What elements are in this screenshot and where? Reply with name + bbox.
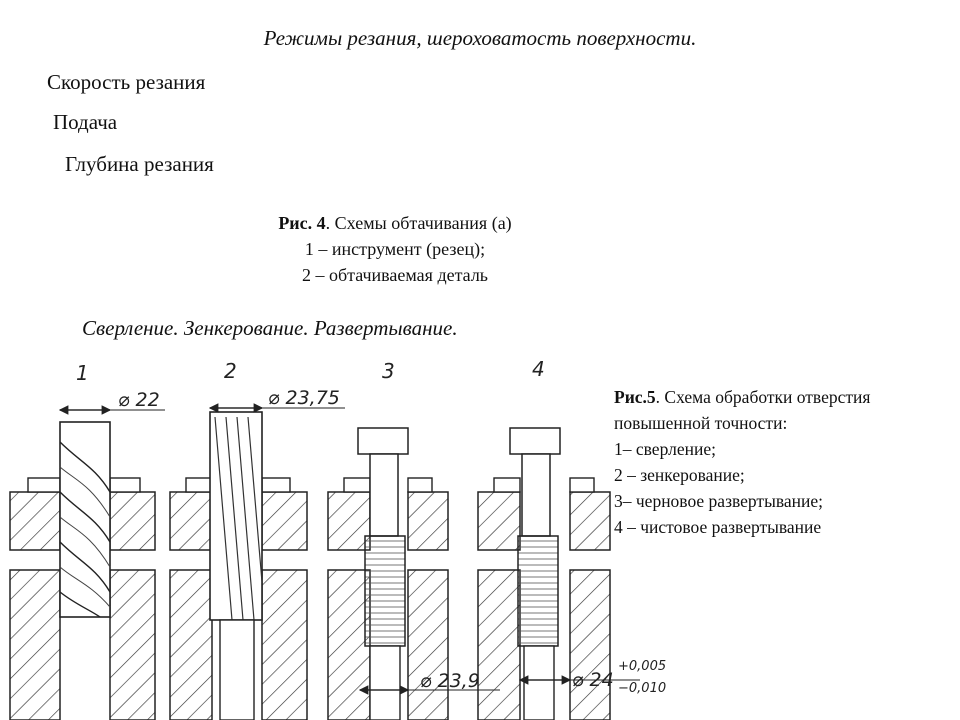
dimension-d24: ⌀ 24 [572,669,614,691]
section-heading: Сверление. Зенкерование. Развертывание. [82,316,458,340]
dimension-d23-75: ⌀ 23,75 [268,387,340,409]
figure-5-caption: Рис.5. Схема обработки отверстия повышен… [614,384,954,540]
tolerance-upper: +0,005 [618,659,666,674]
finish-reamer-body [517,535,559,647]
tolerance-lower: −0,010 [618,681,666,696]
page-title: Режимы резания, шероховатость поверхност… [263,26,697,50]
figure-5-item-4: 4 – чистовое развертывание [614,517,822,537]
term-cutting-depth: Глубина резания [65,152,214,176]
station-number-3: 3 [382,359,395,383]
figure-4-heading: . Схемы обтачивания (а) [325,213,512,233]
figure-5-heading: . Схема обработки отверстия [655,387,871,407]
term-cutting-speed: Скорость резания [47,70,206,94]
station-2-countersinking: ⌀ 23,75 2 [169,359,345,720]
figure-5-item-1: 1– сверление; [614,439,716,459]
rough-reamer-body [364,535,406,647]
hole-machining-drawing: ⌀ 22 1 ⌀ 23,75 2 ⌀ 23,9 3 [9,357,666,720]
station-number-4: 4 [532,357,545,381]
figure-4-caption: Рис. 4. Схемы обтачивания (а) 1 – инстру… [230,210,560,288]
station-number-2: 2 [224,359,237,383]
figure-4-line-1: 1 – инструмент (резец); [304,239,486,259]
station-1-drilling: ⌀ 22 1 [9,361,165,720]
station-3-rough-reaming: ⌀ 23,9 3 [327,359,500,720]
station-4-finish-reaming: ⌀ 24 +0,005 −0,010 4 [477,357,666,720]
term-feed: Подача [53,110,118,134]
drill-body [59,421,111,618]
dimension-d22: ⌀ 22 [118,389,160,411]
figure-5-label: Рис.5 [614,387,656,407]
station-number-1: 1 [76,361,89,385]
dimension-d23-9: ⌀ 23,9 [420,670,480,692]
figure-4-line-2: 2 – обтачиваемая деталь [301,265,489,285]
countersink-body [209,411,263,621]
figure-5-item-2: 2 – зенкерование; [614,465,745,485]
figure-5-item-3: 3– черновое развертывание; [614,491,824,511]
figure-4-label: Рис. 4 [278,213,326,233]
figure-5-heading-2: повышенной точности: [614,413,788,433]
